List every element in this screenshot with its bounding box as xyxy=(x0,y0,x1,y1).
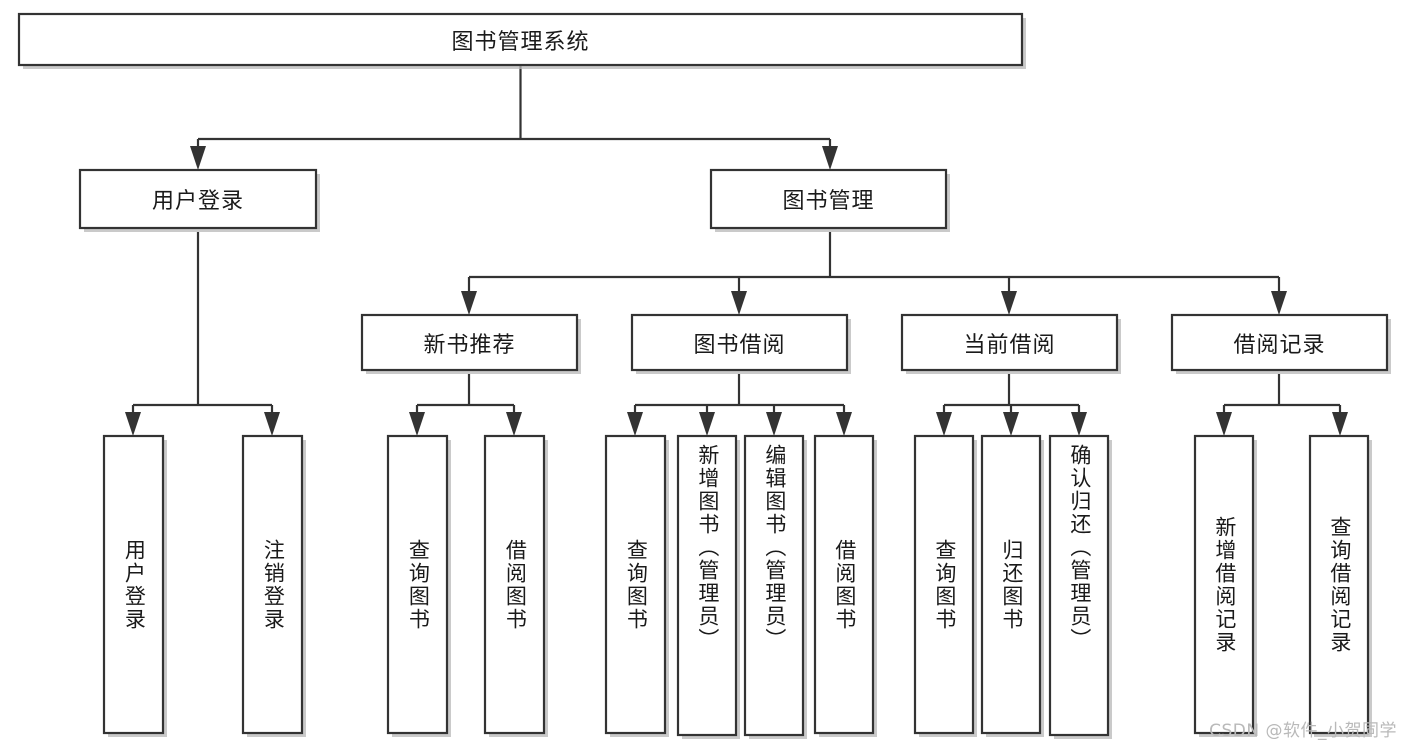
arrow-leaf-cur-confirm xyxy=(1071,412,1087,436)
arrow-leaf-borrow-query xyxy=(627,412,643,436)
node-leaf-rec-query[interactable] xyxy=(386,434,449,735)
edges-layer xyxy=(125,66,1348,436)
arrow-leaf-rec-borrow xyxy=(506,412,522,436)
node-leaf-cur-return[interactable] xyxy=(980,434,1042,735)
node-leaf-borrow-add[interactable] xyxy=(676,434,738,737)
arrow-leaf-borrow-lend xyxy=(836,412,852,436)
node-leaf-user-logout[interactable] xyxy=(241,434,304,735)
arrow-leaf-rec-search xyxy=(1332,412,1348,436)
node-leaf-rec-borrow[interactable] xyxy=(483,434,546,735)
node-new-book-rec[interactable] xyxy=(360,313,579,372)
node-leaf-rec-search[interactable] xyxy=(1308,434,1370,735)
node-leaf-cur-confirm[interactable] xyxy=(1048,434,1110,737)
node-leaf-user-login[interactable] xyxy=(102,434,165,735)
arrow-borrow-record xyxy=(1271,291,1287,315)
node-leaf-borrow-lend[interactable] xyxy=(813,434,875,735)
node-book-manage[interactable] xyxy=(709,168,948,230)
node-leaf-rec-add[interactable] xyxy=(1193,434,1255,735)
arrow-leaf-rec-query xyxy=(409,412,425,436)
arrow-book-manage xyxy=(822,146,838,170)
node-user-login[interactable] xyxy=(78,168,318,230)
arrow-new-book-rec xyxy=(461,291,477,315)
node-leaf-cur-query[interactable] xyxy=(913,434,975,735)
arrow-leaf-cur-return xyxy=(1003,412,1019,436)
csdn-watermark: CSDN @软件_小贺同学 xyxy=(1209,721,1397,741)
nodes-layer xyxy=(17,12,1391,739)
arrow-current-borrow xyxy=(1001,291,1017,315)
arrow-leaf-user-login xyxy=(125,412,141,436)
arrow-leaf-borrow-add xyxy=(699,412,715,436)
arrow-leaf-borrow-edit xyxy=(766,412,782,436)
arrow-leaf-cur-query xyxy=(936,412,952,436)
node-book-borrow[interactable] xyxy=(630,313,849,372)
arrow-user-login xyxy=(190,146,206,170)
arrow-leaf-rec-add xyxy=(1216,412,1232,436)
arrow-book-borrow xyxy=(731,291,747,315)
node-leaf-borrow-edit[interactable] xyxy=(743,434,805,737)
node-leaf-borrow-query[interactable] xyxy=(604,434,667,735)
node-current-borrow[interactable] xyxy=(900,313,1119,372)
node-root[interactable] xyxy=(17,12,1024,67)
arrow-leaf-user-logout xyxy=(264,412,280,436)
node-borrow-record[interactable] xyxy=(1170,313,1389,372)
